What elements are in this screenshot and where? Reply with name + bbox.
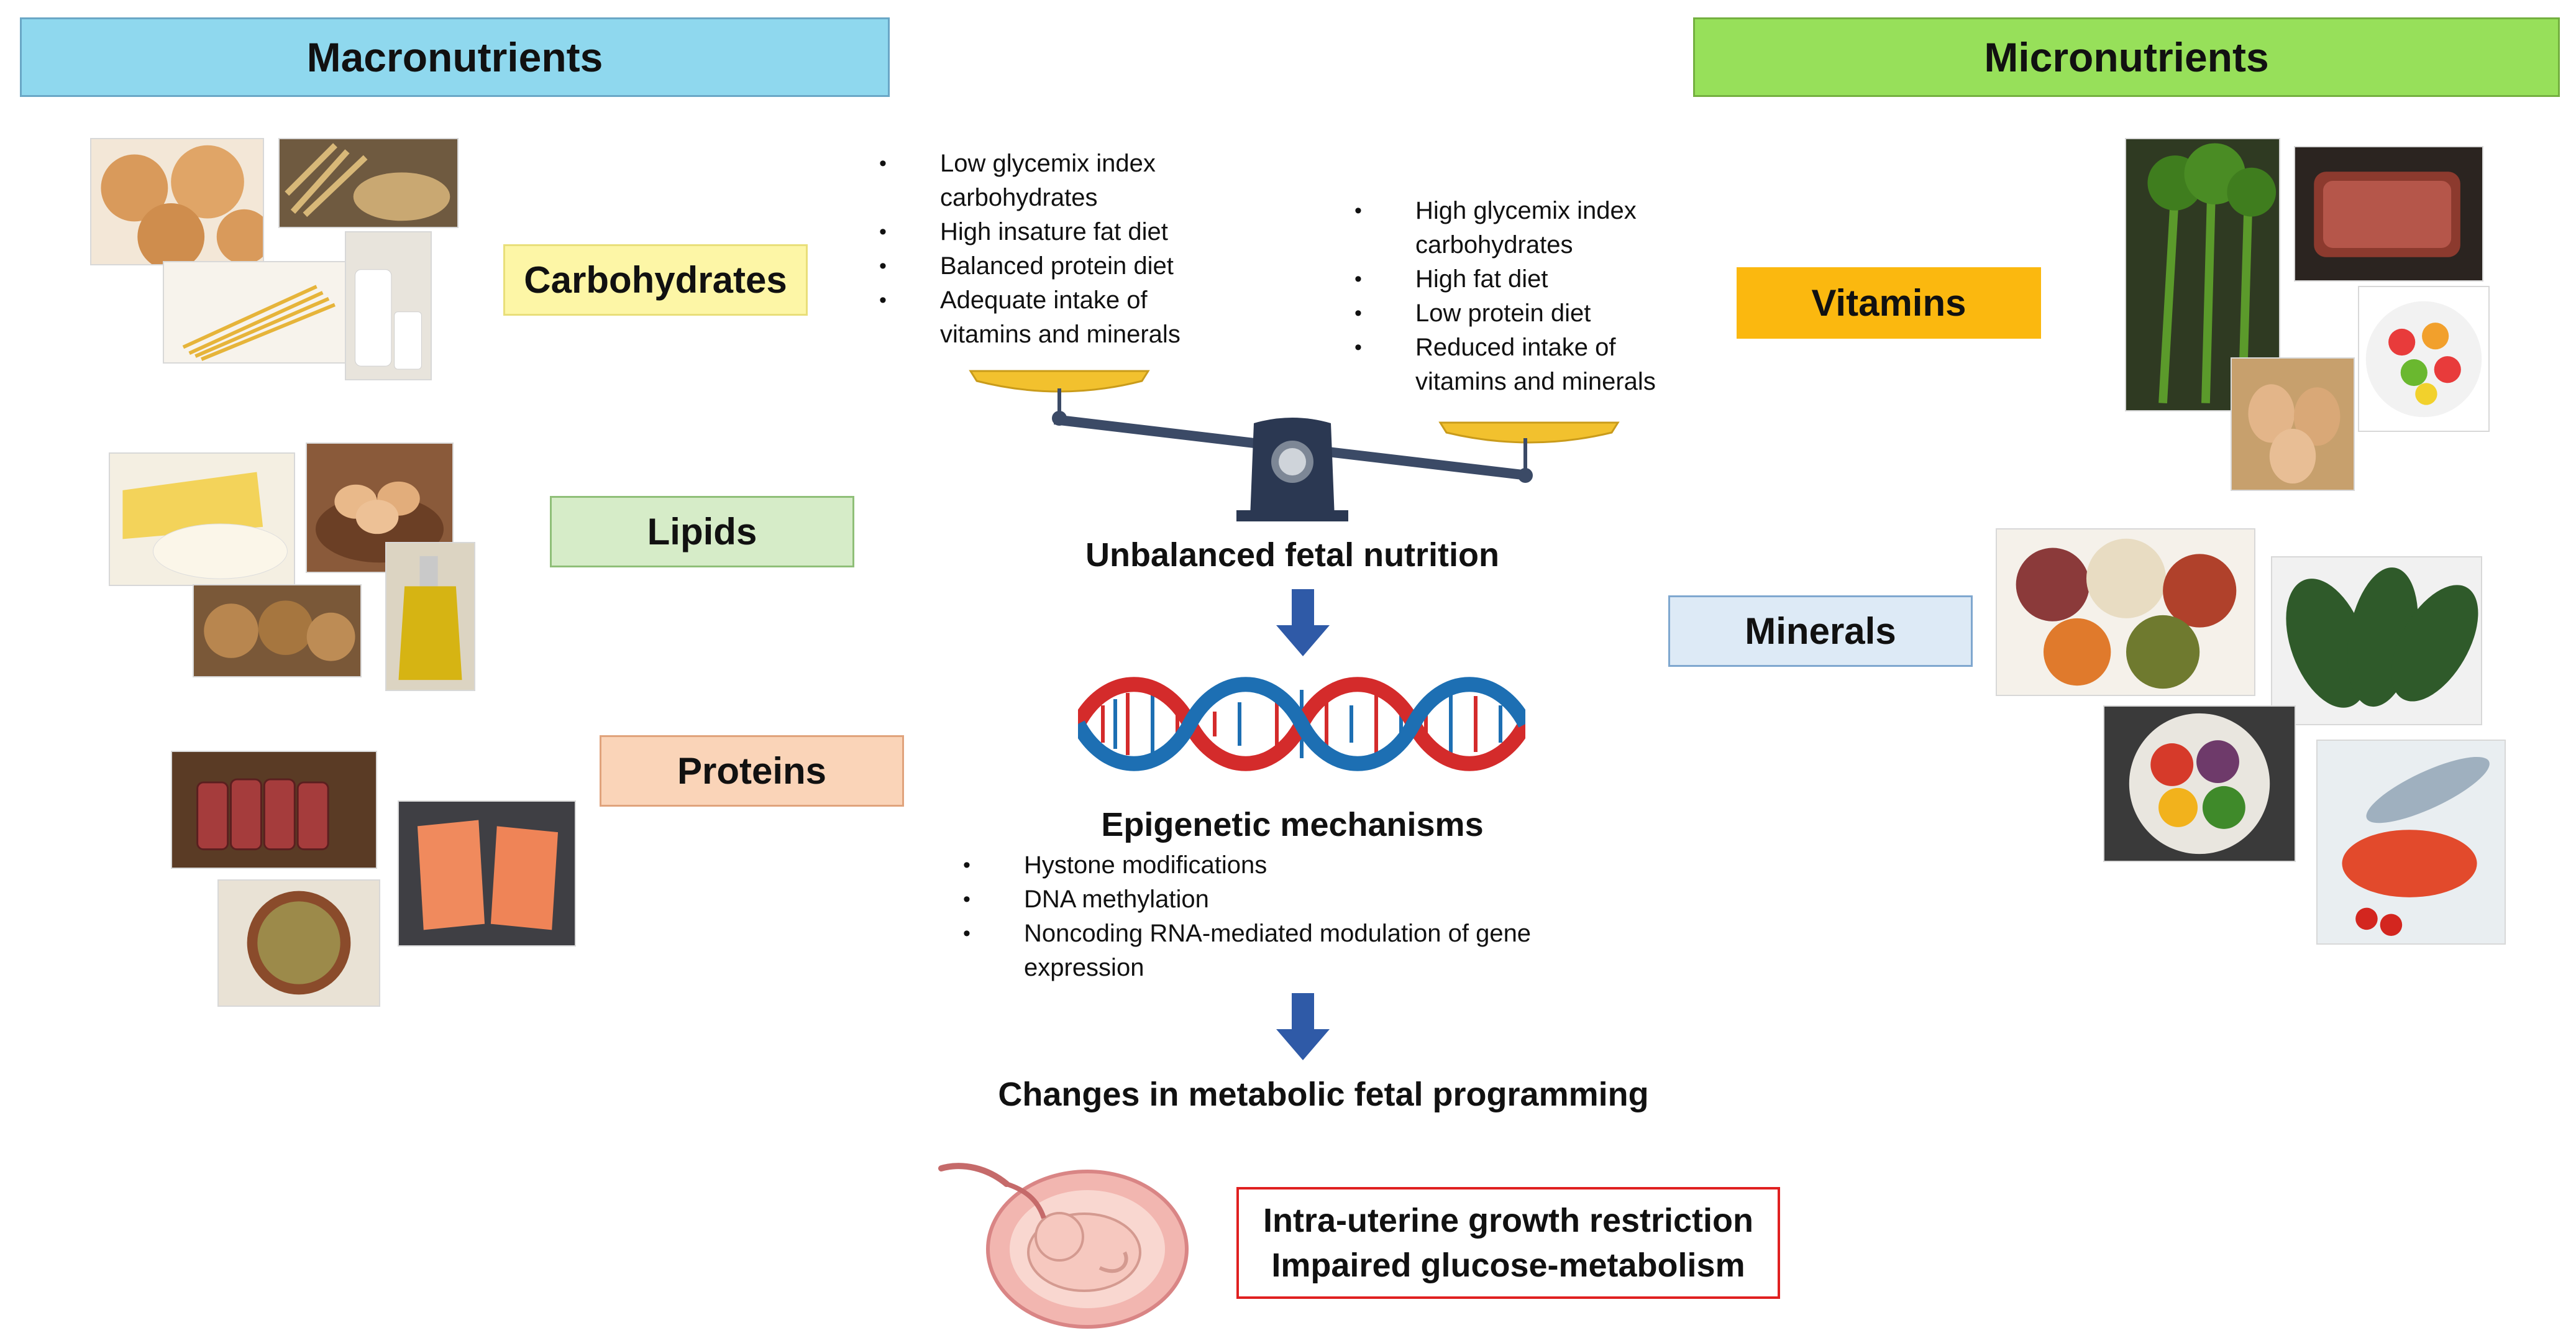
cheese-photo	[109, 452, 295, 586]
balanced-item: High insature fat diet	[879, 215, 1199, 249]
unbalanced-item: High fat diet	[1354, 262, 1690, 296]
epigenetic-item: Hystone modifications	[963, 848, 1615, 882]
balance-scale-icon	[969, 370, 1620, 521]
unbalanced-item: Low protein diet	[1354, 296, 1690, 331]
vitamins-label: Vitamins	[1737, 267, 2041, 339]
outcome-line-glucose-metabolism: Impaired glucose-metabolism	[1271, 1247, 1745, 1284]
bread-rolls-photo	[90, 138, 264, 265]
lipids-label: Lipids	[550, 496, 854, 567]
balanced-item: Balanced protein diet	[879, 249, 1199, 283]
leafy-greens-photo	[2271, 556, 2482, 725]
milk-photo	[345, 231, 432, 380]
vegetables-photo	[2103, 705, 2296, 862]
fruit-salad-photo	[2358, 286, 2490, 432]
fetus-uterus-icon	[938, 1163, 1189, 1329]
outcome-box: Intra-uterine growth restriction Impaire…	[1236, 1187, 1780, 1299]
epigenetic-item: DNA methylation	[963, 882, 1615, 917]
unbalanced-fetal-nutrition-title: Unbalanced fetal nutrition	[1085, 536, 1500, 574]
seafood-photo	[2316, 740, 2506, 945]
down-arrow-icon	[1276, 589, 1330, 656]
outcome-line-growth-restriction: Intra-uterine growth restriction	[1263, 1202, 1754, 1239]
meat-cuts-photo	[2294, 146, 2483, 282]
epigenetic-mechanisms-title: Epigenetic mechanisms	[1101, 806, 1484, 843]
salmon-photo	[398, 800, 576, 947]
epigenetic-mechanisms-list: Hystone modifications DNA methylation No…	[963, 848, 1615, 985]
micronutrients-header: Micronutrients	[1693, 17, 2560, 97]
legumes-photo	[1996, 528, 2255, 696]
metabolic-programming-title: Changes in metabolic fetal programming	[998, 1076, 1649, 1113]
lentils-bowl-photo	[217, 879, 380, 1007]
steak-photo	[171, 751, 377, 869]
eggs-photo	[2231, 357, 2355, 491]
macronutrients-header: Macronutrients	[20, 17, 890, 97]
pasta-photo	[163, 261, 349, 364]
minerals-label: Minerals	[1668, 595, 1973, 667]
dna-helix-icon	[1078, 677, 1525, 771]
down-arrow-icon	[1276, 993, 1330, 1060]
walnuts-photo	[193, 584, 362, 677]
epigenetic-item: Noncoding RNA-mediated modulation of gen…	[963, 917, 1615, 985]
carbohydrates-label: Carbohydrates	[503, 244, 808, 316]
grains-photo	[278, 138, 459, 228]
olive-oil-photo	[385, 542, 475, 691]
proteins-label: Proteins	[600, 735, 904, 807]
